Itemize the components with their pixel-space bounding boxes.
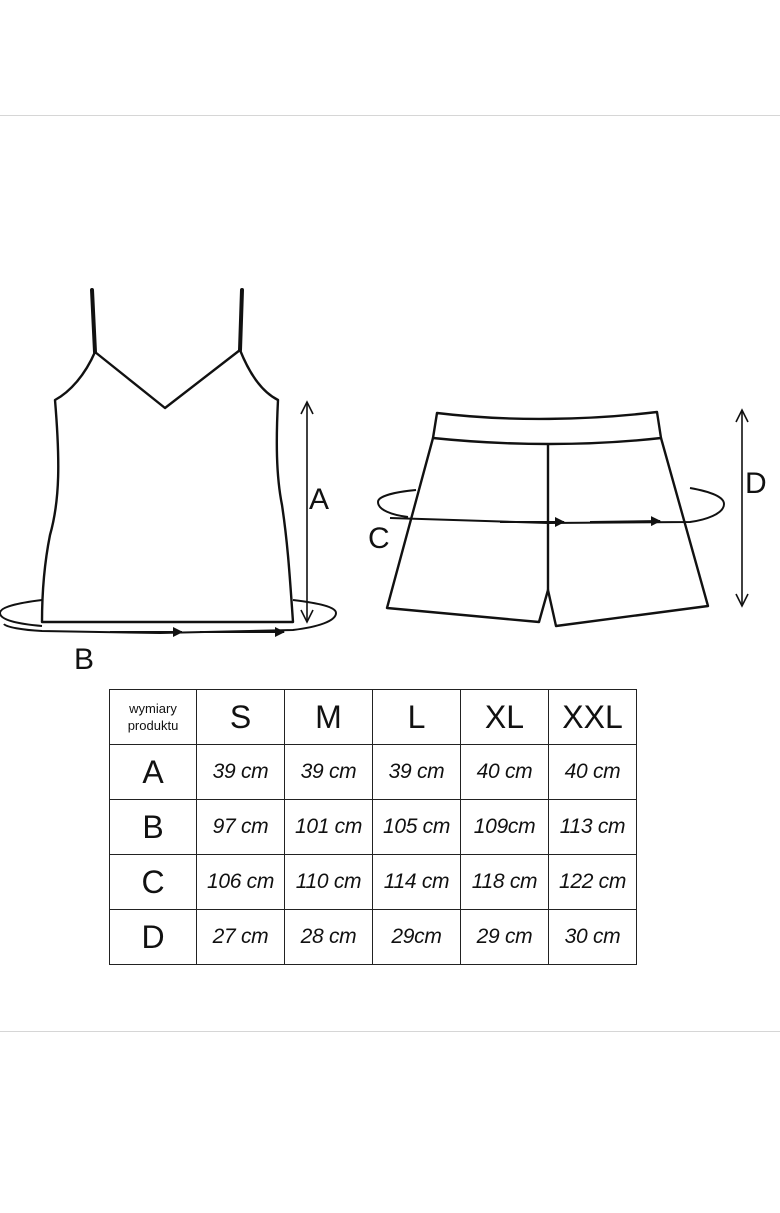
- table-row: B 97 cm 101 cm 105 cm 109cm 113 cm: [109, 799, 637, 855]
- size-header: XXL: [548, 689, 637, 745]
- size-chart-table: wymiary produktu S M L XL XXL A 39 cm 39…: [109, 689, 637, 965]
- label-b: B: [74, 643, 94, 676]
- table-cell: 40 cm: [460, 744, 549, 800]
- waist-arrow-2: [589, 516, 661, 527]
- row-label: A: [109, 744, 197, 800]
- measurement-b: [0, 599, 338, 637]
- table-cell: 113 cm: [548, 799, 637, 855]
- table-cell: 109cm: [460, 799, 549, 855]
- waist-ellipse-front: [389, 487, 726, 525]
- table-cell: 40 cm: [548, 744, 637, 800]
- table-cell: 101 cm: [284, 799, 373, 855]
- waist-ellipse-back: [376, 489, 417, 518]
- bottom-divider: [0, 1031, 780, 1032]
- table-cell: 39 cm: [196, 744, 285, 800]
- table-cell: 114 cm: [372, 854, 461, 910]
- measurement-c: [376, 487, 726, 527]
- table-cell: 30 cm: [548, 909, 637, 965]
- table-cell: 105 cm: [372, 799, 461, 855]
- shorts-length-arrow-top: [735, 408, 749, 423]
- measurement-d: [735, 408, 749, 608]
- length-arrow-top: [300, 400, 314, 415]
- shorts-length-arrow-bottom: [735, 593, 749, 608]
- label-c: C: [368, 522, 390, 555]
- length-arrow-bottom: [300, 609, 314, 624]
- table-cell: 97 cm: [196, 799, 285, 855]
- camisole-body-outline: [40, 348, 295, 624]
- table-cell: 39 cm: [372, 744, 461, 800]
- table-cell: 106 cm: [196, 854, 285, 910]
- shorts-waistband: [431, 410, 663, 446]
- row-label: C: [109, 854, 197, 910]
- size-header: L: [372, 689, 461, 745]
- table-cell: 29 cm: [460, 909, 549, 965]
- top-divider: [0, 115, 780, 116]
- label-a: A: [309, 483, 329, 516]
- corner-label-line2: produktu: [127, 718, 179, 733]
- hem-ellipse-back: [0, 599, 43, 627]
- table-cell: 110 cm: [284, 854, 373, 910]
- hem-ellipse-front: [3, 599, 338, 635]
- row-label: B: [109, 799, 197, 855]
- table-cell: 118 cm: [460, 854, 549, 910]
- corner-label-line1: wymiary: [129, 701, 177, 716]
- size-header: M: [284, 689, 373, 745]
- table-cell: 27 cm: [196, 909, 285, 965]
- shorts-drawing: [385, 410, 710, 628]
- corner-header: wymiary produktu: [109, 689, 197, 745]
- camisole-left-strap: [90, 288, 97, 354]
- table-cell: 29cm: [372, 909, 461, 965]
- size-header: XL: [460, 689, 549, 745]
- table-cell: 122 cm: [548, 854, 637, 910]
- table-row: A 39 cm 39 cm 39 cm 40 cm 40 cm: [109, 744, 637, 800]
- table-cell: 28 cm: [284, 909, 373, 965]
- table-row: D 27 cm 28 cm 29cm 29 cm 30 cm: [109, 909, 637, 965]
- camisole-right-strap: [238, 288, 244, 352]
- camisole-top-drawing: [40, 288, 295, 624]
- table-header-row: wymiary produktu S M L XL XXL: [109, 689, 637, 745]
- row-label: D: [109, 909, 197, 965]
- table-cell: 39 cm: [284, 744, 373, 800]
- label-d: D: [745, 467, 767, 500]
- table-row: C 106 cm 110 cm 114 cm 118 cm 122 cm: [109, 854, 637, 910]
- measurement-a: [300, 400, 314, 624]
- size-header: S: [196, 689, 285, 745]
